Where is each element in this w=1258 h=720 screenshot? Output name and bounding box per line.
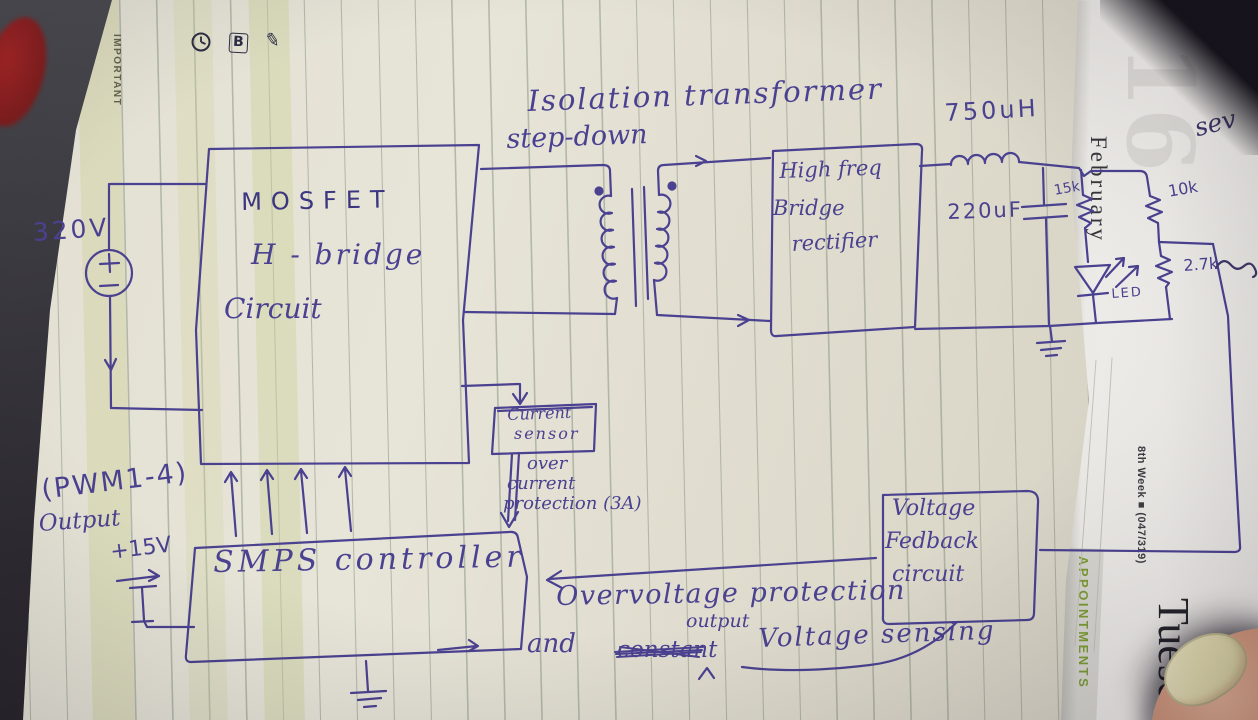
feedback-label-line1: Voltage — [892, 496, 976, 521]
source-voltage-label: 320V — [31, 212, 111, 247]
mosfet-label-line3: Circuit — [224, 292, 322, 325]
rectifier-label-line1: High freq — [778, 155, 883, 183]
output-filter — [913, 151, 1174, 358]
smps-box — [184, 530, 529, 709]
voltage-divider-branch — [1038, 194, 1242, 554]
supply-15v-symbol — [115, 568, 196, 629]
capacitor-label: 220uF — [946, 197, 1024, 224]
caret-mark — [697, 666, 716, 681]
dc-source-symbol — [84, 182, 207, 412]
feedback-label-line2: Fedback — [885, 529, 980, 554]
dark-table-corner — [1100, 0, 1258, 155]
ocp-note-line1: over — [527, 453, 568, 474]
resistor-2_7k-label: 2.7k — [1182, 253, 1219, 275]
ovp-note-line1: Overvoltage protection — [555, 574, 907, 612]
ocp-note-line3: protection (3A) — [503, 493, 642, 514]
ovp-note-and: and — [527, 629, 576, 659]
feedback-label-line3: circuit — [892, 562, 965, 587]
rectifier-label-line3: rectifier — [790, 227, 878, 256]
strikethrough-scribble — [614, 646, 704, 658]
ocp-note-line2: current — [507, 473, 576, 494]
current-sensor-label-line2: sensor — [514, 424, 580, 443]
pwm-arrows — [223, 465, 353, 538]
led-label: LED — [1110, 284, 1144, 302]
voltage-feedback-box — [545, 489, 1040, 672]
mosfet-label-line2: H - bridge — [251, 238, 426, 271]
current-sensor-block — [460, 382, 598, 529]
pen-squiggle — [1214, 260, 1258, 279]
rectifier-label-line2: Bridge — [773, 196, 845, 220]
ovp-note-inserted: output — [686, 610, 750, 632]
led-branch — [1073, 168, 1140, 325]
clock-icon — [191, 32, 211, 52]
inductor-label: 750uH — [943, 94, 1040, 127]
ovp-note-struck-word: constant — [617, 637, 718, 663]
current-sensor-label-line1: Current — [506, 402, 572, 424]
transformer-symbol — [462, 154, 772, 328]
mosfet-box — [194, 143, 481, 466]
diagram-title-line2: step-down — [505, 119, 649, 155]
smps-label: SMPS controller — [212, 539, 526, 580]
pwm-output-label: Output — [37, 505, 122, 537]
right-page-rule-lines — [1074, 357, 1113, 653]
rectifier-box — [769, 142, 924, 338]
mosfet-label-line1: MOSFET — [240, 185, 394, 216]
